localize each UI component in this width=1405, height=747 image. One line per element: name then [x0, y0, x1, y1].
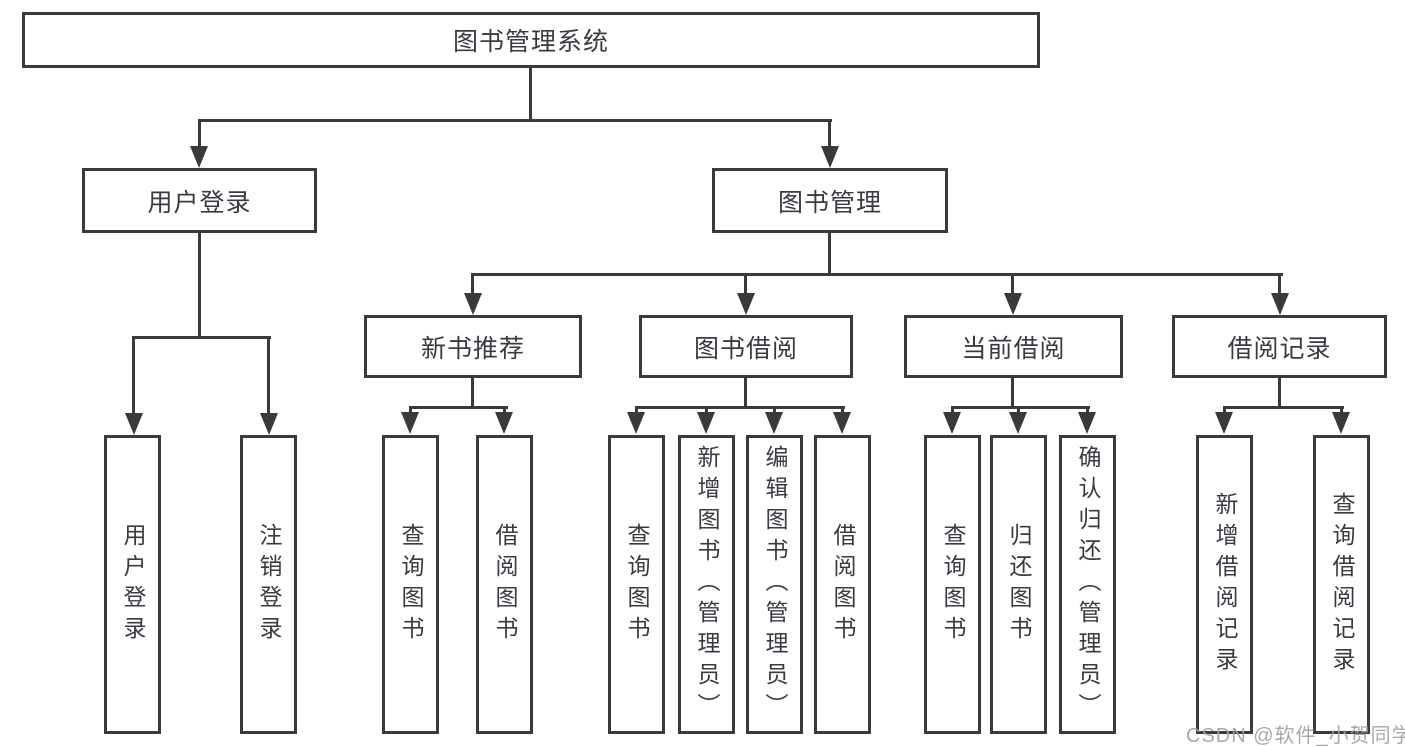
arrow-down-icon [821, 146, 839, 168]
connector-level3-shaft [471, 273, 474, 294]
connector-leaf-shaft [409, 406, 412, 415]
connector-book-borrow-drop [744, 378, 747, 406]
arrow-down-icon [765, 412, 783, 434]
node-new-book-recommend: 新书推荐 [364, 315, 582, 378]
connector-current-borrow-branch [951, 406, 1090, 409]
node-root: 图书管理系统 [22, 12, 1040, 68]
leaf-add-book-admin: 新增图书（管理员） [678, 435, 735, 734]
connector-borrow-record-drop [1278, 378, 1281, 406]
arrow-down-icon [833, 412, 851, 434]
leaf-return-book: 归还图书 [990, 435, 1047, 734]
connector-leaf-shaft [1340, 406, 1343, 415]
connector-new-book-drop [471, 378, 474, 406]
connector-borrow-record-branch [1223, 406, 1344, 409]
leaf-edit-book-admin: 编辑图书（管理员） [746, 435, 803, 734]
connector-current-borrow-drop [1011, 378, 1014, 406]
leaf-query-book-current: 查询图书 [924, 435, 981, 734]
connector-level3-shaft [1011, 273, 1014, 294]
node-user-login: 用户登录 [82, 168, 317, 233]
connector-leaf-shaft [841, 406, 844, 415]
arrow-down-icon [495, 412, 513, 434]
connector-leaf-shaft [503, 406, 506, 415]
connector-leaf-shaft [132, 336, 135, 414]
arrow-down-icon [190, 146, 208, 168]
arrow-down-icon [1078, 412, 1096, 434]
arrow-down-icon [627, 412, 645, 434]
arrow-down-icon [1009, 412, 1027, 434]
arrow-down-icon [260, 413, 278, 435]
arrow-down-icon [1215, 412, 1233, 434]
arrow-down-icon [737, 293, 755, 315]
connector-leaf-shaft [1017, 406, 1020, 415]
node-book-borrow: 图书借阅 [639, 315, 853, 378]
connector-level3-branch [471, 273, 1283, 276]
connector-new-book-branch [409, 406, 508, 409]
connector-user-login-drop [198, 233, 201, 336]
connector-leaf-shaft [267, 336, 270, 414]
leaf-logout: 注销登录 [240, 435, 297, 734]
connector-level3-shaft [1278, 273, 1281, 294]
arrow-down-icon [464, 293, 482, 315]
connector-book-management-shaft [828, 119, 831, 147]
leaf-query-book-recommend: 查询图书 [382, 435, 439, 734]
connector-leaf-shaft [705, 406, 708, 415]
watermark: CSDN @软件_小贺同学 [1186, 725, 1405, 747]
node-book-management: 图书管理 [712, 168, 948, 233]
connector-book-borrow-branch [635, 406, 845, 409]
connector-level2-branch [198, 119, 832, 122]
arrow-down-icon [1332, 412, 1350, 434]
connector-user-login-shaft [198, 119, 201, 147]
arrow-down-icon [401, 412, 419, 434]
connector-leaf-shaft [773, 406, 776, 415]
leaf-borrow-book-recommend: 借阅图书 [476, 435, 533, 734]
arrow-down-icon [1271, 293, 1289, 315]
leaf-borrow-book: 借阅图书 [814, 435, 871, 734]
leaf-query-borrow-record: 查询借阅记录 [1313, 435, 1370, 734]
leaf-query-book-borrow: 查询图书 [608, 435, 665, 734]
node-current-borrow: 当前借阅 [904, 315, 1123, 378]
leaf-confirm-return-admin: 确认归还（管理员） [1059, 435, 1116, 734]
arrow-down-icon [1004, 293, 1022, 315]
connector-level3-shaft [744, 273, 747, 294]
connector-leaf-shaft [1086, 406, 1089, 415]
connector-user-login-branch [132, 336, 271, 339]
connector-leaf-shaft [1223, 406, 1226, 415]
arrow-down-icon [697, 412, 715, 434]
leaf-add-borrow-record: 新增借阅记录 [1196, 435, 1253, 734]
connector-root-drop [529, 68, 532, 119]
node-borrow-record: 借阅记录 [1172, 315, 1387, 378]
arrow-down-icon [943, 412, 961, 434]
connector-leaf-shaft [951, 406, 954, 415]
leaf-user-login: 用户登录 [104, 435, 161, 734]
connector-book-management-drop [828, 233, 831, 273]
connector-leaf-shaft [635, 406, 638, 415]
arrow-down-icon [125, 413, 143, 435]
